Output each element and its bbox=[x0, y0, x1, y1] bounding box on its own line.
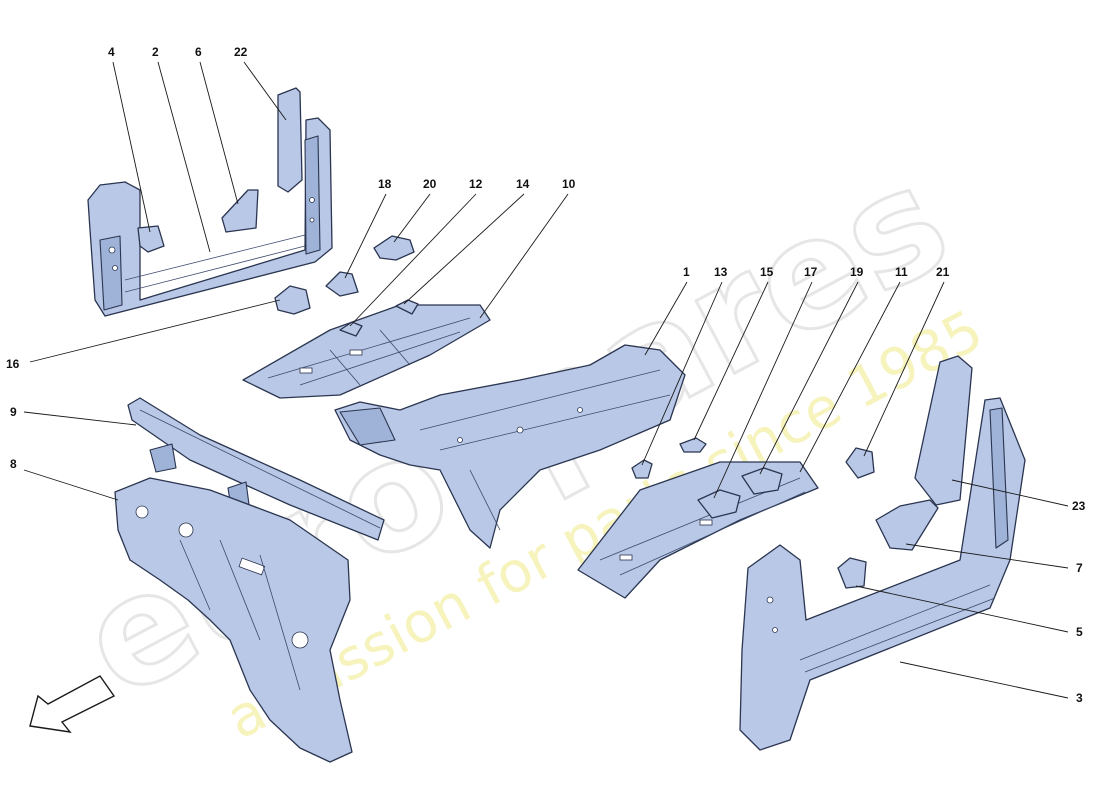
callout-18[interactable]: 18 bbox=[378, 177, 392, 191]
part-20-bracket[interactable] bbox=[373, 235, 415, 261]
part-12-bracket[interactable] bbox=[339, 321, 363, 337]
callout-10[interactable]: 10 bbox=[562, 177, 576, 191]
part-5-bracket[interactable] bbox=[837, 557, 867, 589]
part-10-front-floor[interactable] bbox=[242, 304, 491, 399]
callout-14[interactable]: 14 bbox=[516, 177, 530, 191]
direction-arrow-icon bbox=[29, 675, 116, 733]
callout-13[interactable]: 13 bbox=[714, 265, 728, 279]
callout-15[interactable]: 15 bbox=[760, 265, 774, 279]
part-3-rear-frame[interactable] bbox=[739, 397, 1026, 751]
part-22-pillar[interactable] bbox=[277, 87, 303, 193]
part-16-bracket[interactable] bbox=[274, 285, 311, 315]
part-15-bracket[interactable] bbox=[679, 437, 707, 453]
part-17-bracket[interactable] bbox=[697, 489, 741, 519]
callout-6[interactable]: 6 bbox=[195, 45, 202, 59]
callout-labels: 4 2 6 22 18 20 12 14 10 16 9 8 1 13 15 1… bbox=[6, 45, 1086, 705]
part-8-bulkhead[interactable] bbox=[114, 477, 353, 763]
part-6-gusset[interactable] bbox=[221, 189, 259, 233]
callout-4[interactable]: 4 bbox=[108, 45, 115, 59]
part-23-rear-pillar[interactable] bbox=[914, 355, 973, 506]
callout-7[interactable]: 7 bbox=[1076, 561, 1083, 575]
callout-8[interactable]: 8 bbox=[10, 457, 17, 471]
part-13-bracket[interactable] bbox=[631, 459, 653, 479]
callout-16[interactable]: 16 bbox=[6, 357, 20, 371]
callout-1[interactable]: 1 bbox=[683, 265, 690, 279]
callout-5[interactable]: 5 bbox=[1076, 625, 1083, 639]
part-14-bracket[interactable] bbox=[395, 299, 419, 315]
part-front-frame[interactable] bbox=[87, 117, 333, 317]
callout-12[interactable]: 12 bbox=[469, 177, 483, 191]
callout-2[interactable]: 2 bbox=[152, 45, 159, 59]
part-1-central-tunnel[interactable] bbox=[334, 344, 686, 549]
callout-21[interactable]: 21 bbox=[936, 265, 950, 279]
part-7-gusset[interactable] bbox=[875, 499, 939, 551]
callout-22[interactable]: 22 bbox=[234, 45, 248, 59]
part-21-bracket[interactable] bbox=[845, 447, 875, 479]
part-18-bracket[interactable] bbox=[325, 271, 359, 297]
callout-19[interactable]: 19 bbox=[850, 265, 864, 279]
callout-11[interactable]: 11 bbox=[895, 265, 908, 279]
part-19-bracket[interactable] bbox=[741, 467, 783, 495]
callout-17[interactable]: 17 bbox=[804, 265, 818, 279]
callout-23[interactable]: 23 bbox=[1072, 499, 1086, 513]
part-4-bracket[interactable] bbox=[137, 225, 165, 253]
leader-lines bbox=[23, 61, 1069, 699]
callout-20[interactable]: 20 bbox=[423, 177, 437, 191]
callout-3[interactable]: 3 bbox=[1076, 691, 1083, 705]
callout-9[interactable]: 9 bbox=[10, 405, 17, 419]
